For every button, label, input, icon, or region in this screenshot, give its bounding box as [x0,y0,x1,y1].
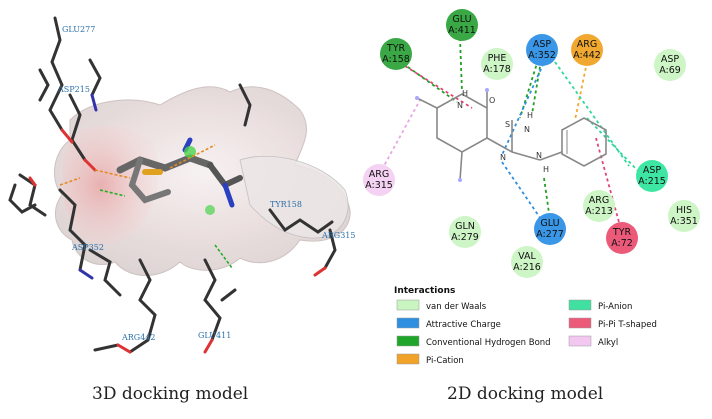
legend-attractive-charge: Attractive Charge [426,320,501,330]
svg-text:A:411: A:411 [448,25,476,36]
svg-text:GLN: GLN [455,221,475,232]
svg-text:GLU: GLU [452,14,471,25]
label-3d-arg442: ARG442 [121,333,155,342]
2d-docking-diagram: H N O S N N H H N TYR A:158 GLU A:411 PH… [363,9,700,366]
residue-sticks-color [28,93,327,354]
residue-sticks [8,16,337,354]
legend-alkyl: Alkyl [598,338,618,348]
legend-pi-cation: Pi-Cation [426,356,464,366]
svg-text:ARG: ARG [577,39,597,50]
residue-arg213: ARG A:213 [583,190,615,222]
residue-glu277: GLU A:277 [534,213,566,245]
svg-text:A:72: A:72 [611,238,633,249]
legend-vdw: van der Waals [426,302,487,312]
svg-text:A:277: A:277 [536,229,564,240]
residue-asp69: ASP A:69 [654,49,686,81]
atom-n-2: N [500,153,506,162]
residue-asp352: ASP A:352 [526,34,558,66]
legend-pi-pi-t-shaped: Pi-Pi T-shaped [598,320,657,330]
surface-lobe [239,155,349,239]
svg-text:HIS: HIS [676,205,692,216]
atom-h-1: H [462,89,468,98]
atom-h-2: H [543,165,549,174]
legend-title: Interactions [394,286,455,296]
residue-phe178: PHE A:178 [481,48,513,80]
atom-n-3: N [536,151,542,160]
svg-text:ARG: ARG [589,195,609,206]
svg-text:TYR: TYR [386,43,406,54]
svg-text:ARG: ARG [369,169,389,180]
interaction-lines-3d [59,144,233,269]
svg-text:A:213: A:213 [585,206,613,217]
svg-text:ASP: ASP [643,165,662,176]
atom-o-1: O [489,96,495,105]
label-3d-glu277: GLU277 [62,25,95,34]
svg-text:A:442: A:442 [573,50,601,61]
svg-text:PHE: PHE [488,53,507,64]
label-3d-tyr158: TYR158 [270,200,302,209]
surface-pocket [62,125,159,245]
svg-text:A:352: A:352 [528,50,556,61]
svg-text:A:178: A:178 [483,64,511,75]
caption-3d-docking-model: 3D docking model [92,384,249,404]
svg-text:A:351: A:351 [670,216,698,227]
atom-h-3: H [527,111,533,120]
svg-text:ASP: ASP [661,54,680,65]
label-3d-glu411: GLU411 [198,331,231,340]
residue-tyr72: TYR A:72 [606,222,638,254]
residue-arg442: ARG A:442 [571,34,603,66]
atom-n-4: N [524,125,530,134]
label-3d-asp352: ASP352 [71,243,104,252]
residue-arg315: ARG A:315 [363,164,395,196]
residue-asp215: ASP A:215 [636,160,668,192]
ligand-2d [416,90,607,181]
svg-text:ASP: ASP [533,39,552,50]
label-3d-arg315: ARG315 [321,231,355,240]
caption-2d-docking-model: 2D docking model [447,384,604,404]
svg-text:VAL: VAL [518,251,536,262]
atom-s-1: S [505,120,510,129]
legend-hydrogen-bond: Conventional Hydrogen Bond [426,338,551,348]
3d-docking-panel: GLU277 ASP215 TYR158 ARG315 ASP352 ARG44… [0,0,362,372]
svg-text:A:315: A:315 [365,180,393,191]
ligand-3d [116,137,243,208]
svg-text:A:216: A:216 [513,262,541,273]
residue-his351: HIS A:351 [668,200,700,232]
svg-text:A:69: A:69 [659,65,681,76]
label-3d-asp215: ASP215 [57,85,90,94]
svg-text:TYR: TYR [612,227,632,238]
interactions-legend: Interactions van der Waals Attractive Ch… [394,286,657,366]
residue-glu411: GLU A:411 [446,9,478,41]
svg-text:A:279: A:279 [451,232,479,243]
3d-docking-image: GLU277 ASP215 TYR158 ARG315 ASP352 ARG44… [8,16,355,354]
residue-gln279: GLN A:279 [449,216,481,248]
atom-n-1: N [457,101,463,110]
svg-text:A:215: A:215 [638,176,666,187]
legend-pi-anion: Pi-Anion [598,302,632,312]
residue-val216: VAL A:216 [511,246,543,278]
svg-text:A:158: A:158 [382,54,410,65]
residue-tyr158: TYR A:158 [380,38,412,70]
2d-docking-panel: H N O S N N H H N TYR A:158 GLU A:411 PH… [362,0,712,380]
svg-text:GLU: GLU [540,218,559,229]
